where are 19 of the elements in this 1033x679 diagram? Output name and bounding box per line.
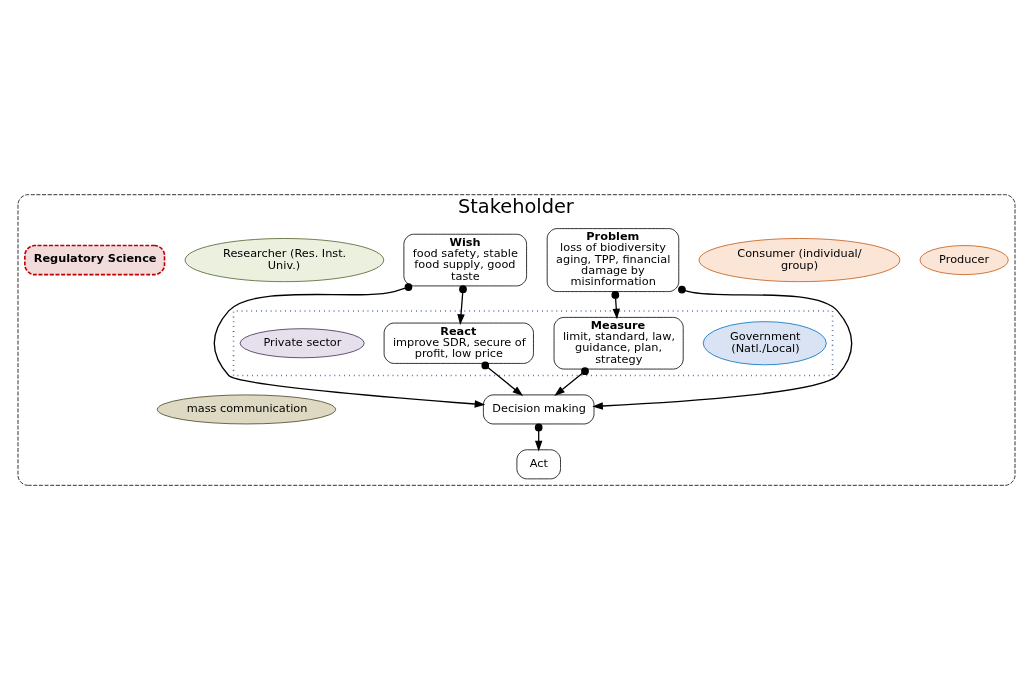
node-ellipse: Researcher (Res. Inst. Univ.) xyxy=(184,237,385,282)
node-box: Measure limit, standard, law, guidance, plan, strategy xyxy=(553,316,684,369)
node-ellipse: Consumer (individual/ group) xyxy=(698,237,901,282)
node-ellipse: mass communication xyxy=(156,394,337,424)
node-box: Wish food safety, stable food supply, good taste xyxy=(403,233,527,286)
node-box: React improve SDR, secure of profit, low price xyxy=(383,322,534,364)
arrow xyxy=(554,366,589,396)
arrow xyxy=(213,282,486,408)
arrow xyxy=(611,290,620,319)
arrow xyxy=(592,285,853,410)
arrow xyxy=(457,284,467,325)
node-ellipse: Government (Natl./Local) xyxy=(702,320,827,365)
arrow xyxy=(481,361,524,396)
node-ellipse: Private sector xyxy=(239,327,365,358)
node-box: Problem loss of biodiversity aging, TPP, financial damage by misinformation xyxy=(546,227,680,292)
node-box: Act xyxy=(516,448,561,479)
node-ellipse: Producer xyxy=(919,244,1009,275)
node-box: Decision making xyxy=(483,394,595,424)
node-box: Regulatory Science xyxy=(24,244,166,275)
